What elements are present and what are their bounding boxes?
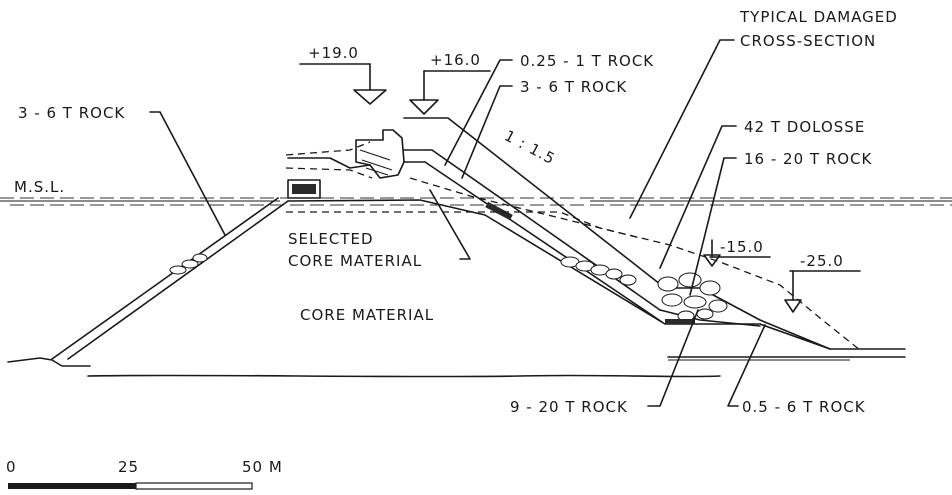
label-16-20t-rock: 16 - 20 T ROCK (744, 150, 873, 168)
scale-bar: 0 25 50 M (6, 458, 283, 490)
label-3-6t-rock-left: 3 - 6 T ROCK (18, 104, 125, 122)
seabed-lines (7, 356, 906, 378)
label-elevation-minus-15: -15.0 (720, 238, 764, 256)
scale-tick-50: 50 M (242, 458, 283, 476)
label-slope-ratio: 1 : 1.5 (501, 126, 558, 168)
label-msl: M.S.L. (14, 178, 65, 196)
label-elevation-plus-19: +19.0 (308, 44, 359, 62)
leader-lines (149, 39, 766, 407)
label-core-material: CORE MATERIAL (300, 306, 434, 324)
rock-clusters (169, 201, 728, 324)
label-cross-section: CROSS-SECTION (740, 32, 876, 50)
label-9-20t-rock: 9 - 20 T ROCK (510, 398, 628, 416)
crest-structure (285, 129, 405, 199)
label-0-5-6t-rock: 0.5 - 6 T ROCK (742, 398, 866, 416)
label-elevation-minus-25: -25.0 (800, 252, 844, 270)
label-3-6t-rock-right: 3 - 6 T ROCK (520, 78, 627, 96)
label-selected: SELECTED (288, 230, 374, 248)
label-selected-core-material: CORE MATERIAL (288, 252, 422, 270)
label-elevation-plus-16: +16.0 (430, 51, 481, 69)
diagram-labels: 3 - 6 T ROCK M.S.L. +19.0 +16.0 0.25 - 1… (14, 8, 898, 416)
scale-tick-0: 0 (6, 458, 17, 476)
label-42t-dolosse: 42 T DOLOSSE (744, 118, 865, 136)
label-0-25-1t-rock: 0.25 - 1 T ROCK (520, 52, 654, 70)
damaged-profile (286, 177, 861, 351)
label-typical-damaged: TYPICAL DAMAGED (739, 8, 898, 26)
scale-tick-25: 25 (118, 458, 139, 476)
core-profile (51, 197, 906, 360)
sea-level-line (0, 197, 952, 206)
elevation-markers (299, 63, 861, 313)
